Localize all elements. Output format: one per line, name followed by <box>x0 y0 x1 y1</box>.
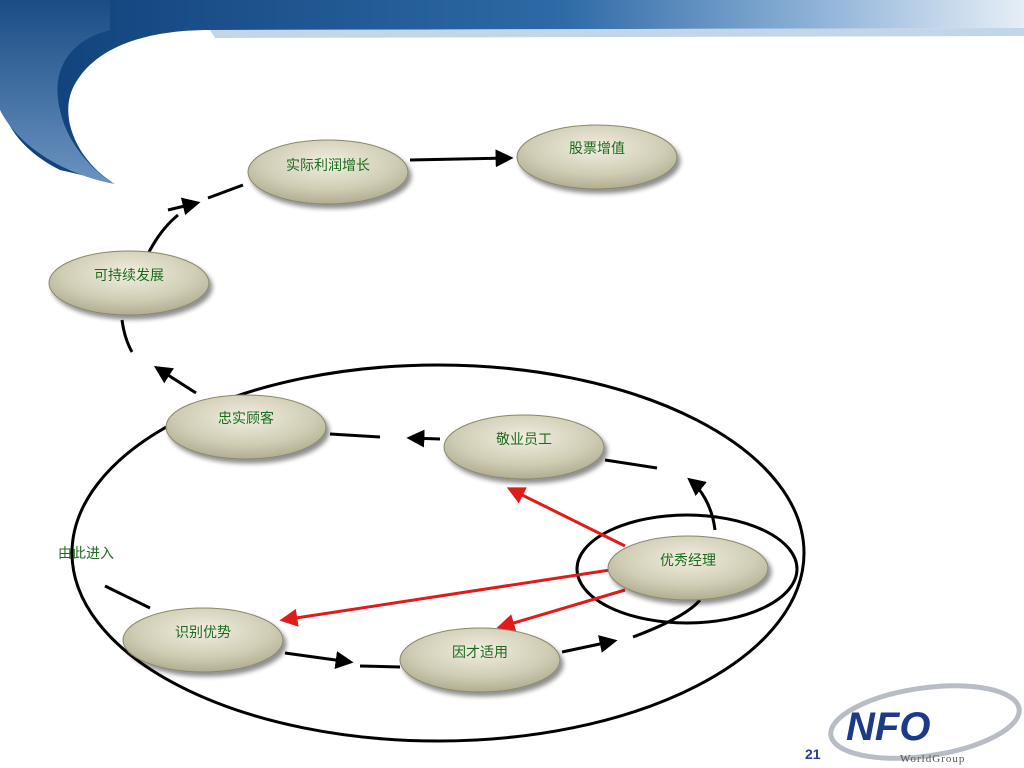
manager-ellipse <box>575 513 799 625</box>
outer-ellipse <box>70 363 806 743</box>
node-stock[interactable]: 股票增值 <box>516 124 678 190</box>
node-sustain[interactable]: 可持续发展 <box>48 250 210 316</box>
node-identify[interactable]: 识别优势 <box>122 607 284 673</box>
entry-label: 由此进入 <box>58 546 114 562</box>
node-right-person[interactable]: 因才适用 <box>399 627 561 693</box>
node-identify-label: 识别优势 <box>175 625 231 641</box>
node-loyal-customer-label: 忠实顾客 <box>218 410 274 427</box>
logo-sub-text: WorldGroup <box>900 753 965 765</box>
node-profit-label: 实际利润增长 <box>286 158 370 174</box>
node-stock-label: 股票增值 <box>569 141 625 157</box>
page-number: 21 <box>805 746 821 762</box>
node-excellent-manager-label: 优秀经理 <box>660 553 716 569</box>
node-loyal-customer[interactable]: 忠实顾客 <box>165 394 327 460</box>
node-right-person-label: 因才适用 <box>452 645 508 661</box>
header-banner <box>0 0 1024 184</box>
node-dedicated-staff[interactable]: 敬业员工 <box>443 414 605 480</box>
nfo-logo: NFO WorldGroup <box>828 683 1022 765</box>
node-dedicated-staff-label: 敬业员工 <box>496 432 552 448</box>
logo-main-text: NFO <box>846 705 930 749</box>
manager-influence-arrows <box>279 487 626 632</box>
node-excellent-manager[interactable]: 优秀经理 <box>607 535 769 601</box>
node-sustain-label: 可持续发展 <box>94 267 164 284</box>
node-profit[interactable]: 实际利润增长 <box>247 139 409 205</box>
